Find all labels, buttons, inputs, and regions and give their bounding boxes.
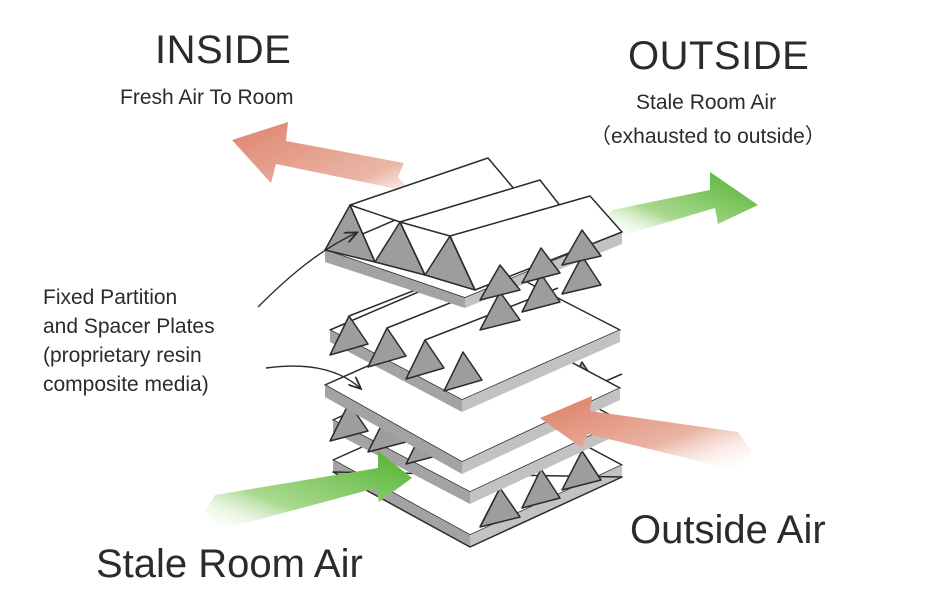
stale-room-air-label: Stale Room Air [96, 542, 363, 586]
outside-title: OUTSIDE [628, 34, 810, 78]
exhaust-air-arrow-icon [605, 172, 758, 235]
outside-subtitle-line2: （exhausted to outside） [590, 125, 826, 148]
inside-title: INSIDE [155, 28, 292, 72]
callout-line: (proprietary resin [43, 344, 202, 367]
outside-air-label: Outside Air [630, 508, 826, 552]
callout-line: composite media) [43, 373, 209, 396]
outside-subtitle-line1: Stale Room Air [636, 91, 777, 114]
callout-pointers [257, 233, 360, 388]
callout-line: Fixed Partition [43, 286, 178, 309]
outside-air-intake-arrow-icon [540, 396, 752, 470]
partition-callout: Fixed Partition and Spacer Plates (propr… [43, 283, 283, 399]
callout-line: and Spacer Plates [43, 315, 215, 338]
inside-subtitle: Fresh Air To Room [120, 86, 294, 109]
fresh-air-arrow-icon [232, 122, 430, 212]
stale-air-intake-arrow-icon [205, 451, 412, 530]
